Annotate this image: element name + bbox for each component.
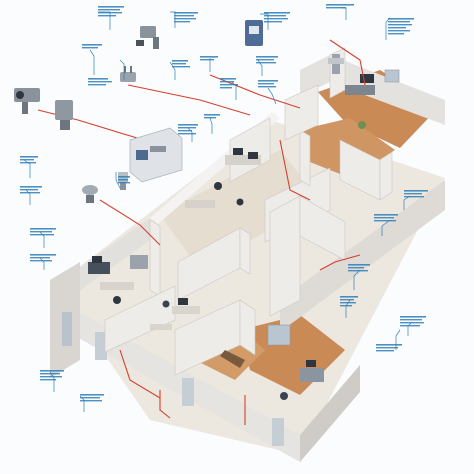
monitor-icon-5 xyxy=(306,360,316,367)
wire-1 xyxy=(37,109,151,143)
stair-rail xyxy=(220,350,245,368)
wifi-router-icon xyxy=(120,66,136,82)
cabinet-left xyxy=(130,255,148,269)
wire-6 xyxy=(99,199,161,246)
desk-upper-2 xyxy=(185,200,215,208)
wire-2 xyxy=(127,84,251,116)
office-chair-icon-4 xyxy=(236,198,244,206)
sensor-icon xyxy=(328,54,344,74)
wall-inner-12 xyxy=(379,151,393,201)
wire-7 xyxy=(119,349,161,399)
window-front-2 xyxy=(95,332,107,360)
wire-5 xyxy=(279,139,311,201)
callout-4-2 xyxy=(204,114,220,119)
callout-bottom-1 xyxy=(40,370,64,381)
callout-left-4 xyxy=(30,254,56,262)
callout-4-1 xyxy=(178,124,198,135)
callout-top-3 xyxy=(264,12,290,23)
dome-camera-icon xyxy=(82,185,98,203)
callout-right-5 xyxy=(400,316,426,327)
computer-workstation-icon xyxy=(88,262,110,274)
desk-left xyxy=(100,282,134,290)
security-camera-icon xyxy=(136,26,159,49)
callout-right-2 xyxy=(374,214,398,222)
server-unit-icon xyxy=(129,127,183,183)
window-icon xyxy=(384,69,400,83)
cabinet-lower-right xyxy=(300,368,324,382)
callout-right-4 xyxy=(340,296,358,307)
callout-top-2 xyxy=(174,12,198,23)
wall-right-lower xyxy=(280,180,445,332)
wall-inner-13 xyxy=(284,84,319,141)
wall-inner-10 xyxy=(299,129,311,187)
wire-10 xyxy=(159,390,171,419)
monitor-icon-2 xyxy=(178,298,188,305)
wall-inner-3 xyxy=(239,227,251,275)
window-front-3 xyxy=(182,378,194,406)
red-wiring xyxy=(37,39,366,425)
security-camera-icon-2 xyxy=(55,100,73,130)
callout-2-1 xyxy=(82,44,102,49)
callout-right-1 xyxy=(404,190,428,198)
callout-left-1 xyxy=(20,156,38,164)
interior-furniture xyxy=(88,69,400,400)
callout-4-3 xyxy=(118,176,130,184)
window-front-4 xyxy=(272,418,284,446)
callout-2-2 xyxy=(88,78,112,86)
callout-3-1 xyxy=(220,78,238,89)
wall-inner-9 xyxy=(104,285,176,353)
callout-left-3 xyxy=(30,228,56,236)
callout-right-3 xyxy=(348,264,370,272)
wall-inner-5 xyxy=(269,195,301,317)
callout-right-6 xyxy=(376,344,402,352)
desk-mid xyxy=(172,306,200,314)
wire-9 xyxy=(319,254,361,271)
monitor-icon-4 xyxy=(248,152,258,159)
callout-bottom-2 xyxy=(80,394,104,402)
wall-inner-8 xyxy=(239,299,256,356)
camera-icon xyxy=(14,88,40,114)
monitor-icon xyxy=(92,256,102,263)
external-devices xyxy=(14,20,344,203)
callout-leaders xyxy=(23,7,413,412)
tv-panel xyxy=(360,74,374,83)
callout-3-2 xyxy=(258,80,278,88)
callout-left-2 xyxy=(20,186,42,194)
monitor-icon-3 xyxy=(233,148,243,155)
office-chair-icon-5 xyxy=(280,392,288,400)
callout-top-5 xyxy=(388,18,414,35)
callout-2-3 xyxy=(172,60,190,68)
callout-top-1 xyxy=(98,6,124,17)
desk-mid-2 xyxy=(150,324,172,330)
sofa-icon xyxy=(345,85,375,95)
wall-inner-1 xyxy=(149,219,161,297)
callout-2-4 xyxy=(200,56,218,61)
office-chair-icon xyxy=(113,296,121,304)
window-front-1 xyxy=(62,312,72,346)
wall-front-bottom-shadow xyxy=(300,365,360,462)
plant-top-room xyxy=(358,121,366,129)
office-chair-icon-3 xyxy=(214,182,222,190)
interior-walls xyxy=(104,47,393,376)
wire-4 xyxy=(329,39,366,86)
callout-top-4 xyxy=(326,4,354,9)
wall-inner-14 xyxy=(229,117,271,183)
control-panel-icon xyxy=(245,20,263,46)
wall-inner-6 xyxy=(299,195,346,261)
desk-upper xyxy=(225,155,261,165)
callout-labels xyxy=(20,4,428,402)
window-icon-2 xyxy=(267,324,291,346)
office-chair-icon-2 xyxy=(162,300,170,308)
callout-2-5 xyxy=(256,56,278,64)
wire-3 xyxy=(209,74,301,109)
floor-corridor xyxy=(160,150,320,270)
